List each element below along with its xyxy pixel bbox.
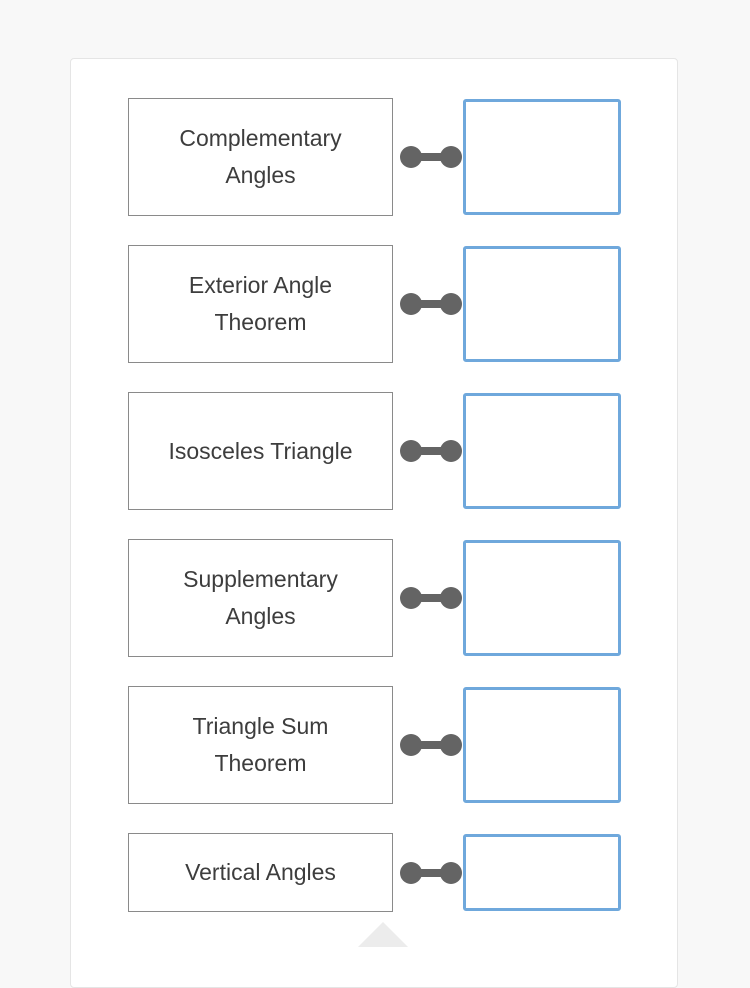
term-box-exterior-angle-theorem[interactable]: Exterior Angle Theorem	[128, 245, 393, 363]
match-row: Exterior Angle Theorem	[128, 245, 621, 363]
connector-dot-right	[440, 587, 462, 609]
answer-drop-zone-6[interactable]	[463, 834, 621, 911]
connector-dumbbell-icon	[400, 293, 462, 315]
term-label: Triangle Sum Theorem	[192, 713, 329, 776]
exercise-card: Complementary Angles Exterior Angle Theo…	[70, 58, 678, 988]
scroll-hint-arrow-icon	[358, 922, 408, 947]
answer-drop-zone-1[interactable]	[463, 99, 621, 215]
connector-dumbbell-icon	[400, 440, 462, 462]
connector-bar	[411, 300, 451, 308]
term-box-vertical-angles[interactable]: Vertical Angles	[128, 833, 393, 912]
term-box-supplementary-angles[interactable]: Supplementary Angles	[128, 539, 393, 657]
term-box-isosceles-triangle[interactable]: Isosceles Triangle	[128, 392, 393, 510]
answer-drop-zone-5[interactable]	[463, 687, 621, 803]
term-box-complementary-angles[interactable]: Complementary Angles	[128, 98, 393, 216]
term-label: Exterior Angle Theorem	[188, 272, 333, 335]
connector-dumbbell-icon	[400, 587, 462, 609]
match-row: Vertical Angles	[128, 833, 621, 912]
term-label: Vertical Angles	[185, 859, 336, 885]
term-label: Isosceles Triangle	[168, 437, 353, 464]
connector-dot-right	[440, 861, 462, 884]
answer-drop-zone-4[interactable]	[463, 540, 621, 656]
matching-exercise: Complementary Angles Exterior Angle Theo…	[71, 59, 677, 912]
connector-bar	[411, 868, 451, 877]
connector-dot-right	[440, 146, 462, 168]
connector-dot-right	[440, 734, 462, 756]
match-row: Supplementary Angles	[128, 539, 621, 657]
term-label: Supplementary Angles	[183, 566, 338, 629]
connector-dot-right	[440, 293, 462, 315]
match-row: Isosceles Triangle	[128, 392, 621, 510]
connector-dumbbell-icon	[400, 861, 462, 884]
connector-bar	[411, 594, 451, 602]
connector-bar	[411, 153, 451, 161]
answer-drop-zone-3[interactable]	[463, 393, 621, 509]
term-box-triangle-sum-theorem[interactable]: Triangle Sum Theorem	[128, 686, 393, 804]
match-row: Complementary Angles	[128, 98, 621, 216]
match-row: Triangle Sum Theorem	[128, 686, 621, 804]
connector-bar	[411, 741, 451, 749]
connector-dot-right	[440, 440, 462, 462]
term-label: Complementary Angles	[179, 125, 342, 188]
connector-dumbbell-icon	[400, 734, 462, 756]
connector-bar	[411, 447, 451, 455]
connector-dumbbell-icon	[400, 146, 462, 168]
answer-drop-zone-2[interactable]	[463, 246, 621, 362]
